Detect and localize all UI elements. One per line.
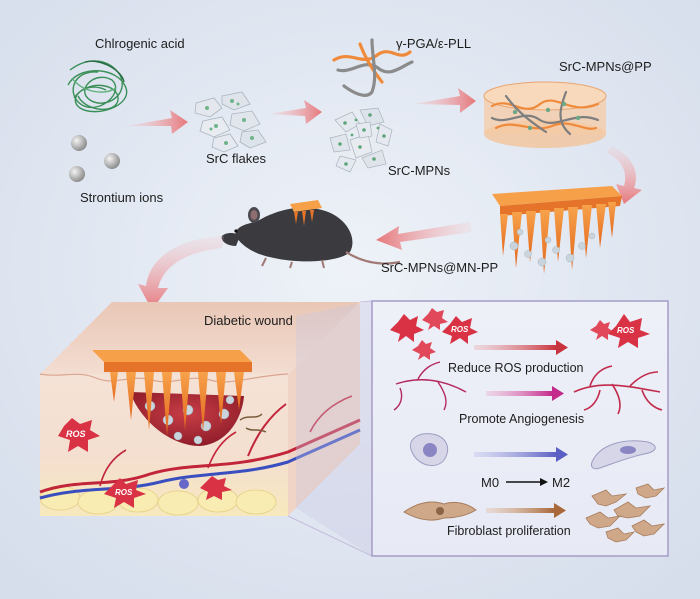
ros-tag-panel-after: ROS — [617, 326, 635, 335]
effect-arrowhead-macrophage — [556, 447, 568, 462]
flow-arrow-1 — [126, 110, 188, 134]
skin-block — [39, 302, 361, 516]
label-chlorogenic-acid: Chlrogenic acid — [95, 36, 185, 51]
ros-tag-panel-before: ROS — [451, 325, 469, 334]
fibroblast-after — [585, 483, 666, 543]
flow-arrow-4 — [606, 146, 642, 204]
label-strontium-ions: Strontium ions — [80, 190, 164, 205]
effect-label-m0: M0 — [481, 475, 500, 490]
label-src-mpns: SrC-MPNs — [388, 163, 451, 178]
src-mpns-pp-icon — [483, 81, 607, 148]
microneedle-patch-icon — [492, 186, 622, 274]
zoom-shade — [296, 301, 372, 556]
flow-arrow-2 — [268, 100, 322, 124]
label-diabetic-wound: Diabetic wound — [204, 313, 293, 328]
strontium-ions-icon — [69, 135, 120, 182]
effect-arrowhead-angiogenesis — [552, 386, 564, 401]
chlorogenic-acid-icon — [67, 60, 128, 113]
zoom-connector — [287, 300, 373, 557]
ros-tag-wound: ROS — [66, 429, 86, 439]
effect-arrow-angiogenesis — [486, 391, 552, 396]
label-src-flakes: SrC flakes — [206, 151, 266, 166]
effect-label-reduce-ros: Reduce ROS production — [448, 361, 584, 375]
flow-arrow-3 — [412, 88, 476, 113]
src-mpns-icon — [329, 107, 393, 173]
effect-label-fibroblast: Fibroblast proliferation — [447, 524, 571, 538]
effect-arrow-macrophage — [474, 452, 556, 457]
effect-arrow-ros — [474, 345, 556, 350]
flow-arrow-6 — [138, 236, 224, 310]
flow-arrow-5 — [376, 222, 472, 250]
macrophage-m0 — [410, 433, 448, 467]
ros-cluster-before — [390, 308, 478, 360]
macrophage-m2 — [591, 440, 656, 470]
vessels-after — [573, 365, 663, 415]
ros-cluster-after — [590, 314, 650, 348]
label-src-mpns-pp: SrC-MPNs@PP — [559, 59, 652, 74]
effect-arrow-fibroblast — [486, 508, 554, 513]
m0-m2-arrowhead — [540, 478, 548, 486]
effect-label-angiogenesis: Promote Angiogenesis — [459, 412, 585, 426]
polymer-strands-icon — [332, 38, 414, 97]
vessels-before — [393, 361, 467, 411]
effect-label-m2: M2 — [552, 475, 571, 490]
effect-arrowhead-fibroblast — [554, 503, 566, 518]
ros-tag-vessel: ROS — [115, 488, 133, 497]
effect-arrowhead-ros — [556, 340, 568, 355]
mouse-icon — [221, 200, 401, 269]
fibroblast-before — [403, 501, 477, 521]
label-src-mpns-mn-pp: SrC-MPNs@MN-PP — [381, 260, 499, 275]
label-polymer: γ-PGA/ε-PLL — [396, 36, 472, 51]
src-flakes-icon — [194, 91, 267, 153]
